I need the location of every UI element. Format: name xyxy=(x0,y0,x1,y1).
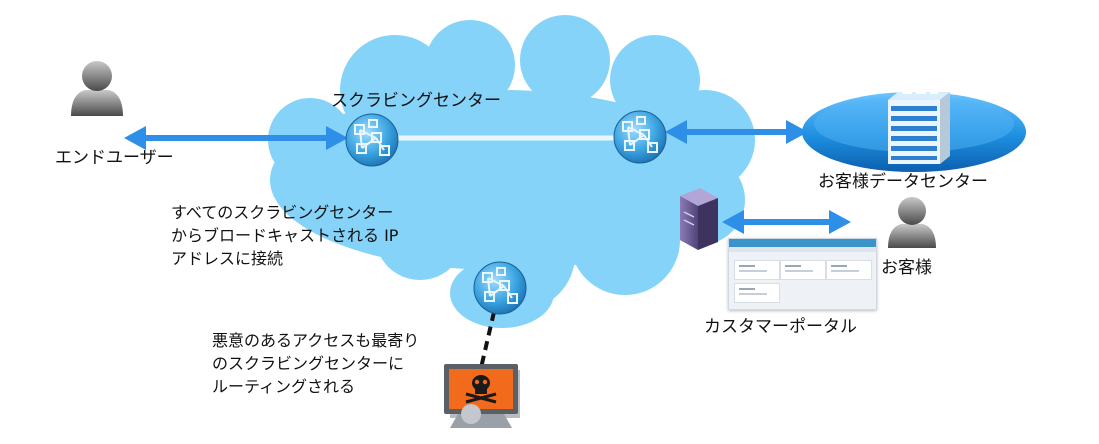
network-hub-icon xyxy=(345,113,399,167)
portal-card xyxy=(780,260,826,280)
server-icon xyxy=(680,188,718,250)
note-line: ルーティングされる xyxy=(212,377,356,396)
note-line: のスクラビングセンターに xyxy=(212,354,405,373)
portal-card xyxy=(826,260,872,280)
network-hub-icon xyxy=(473,261,527,315)
customer-portal-label: カスタマーポータル xyxy=(704,317,857,337)
customer-datacenter-label: お客様データセンター xyxy=(818,172,988,192)
person-icon xyxy=(71,61,123,116)
customer-label: お客様 xyxy=(881,258,932,278)
scrubbing-center-label: スクラビングセンター xyxy=(331,91,501,111)
end-user-label: エンドユーザー xyxy=(55,148,174,168)
portal-subnav xyxy=(729,247,876,252)
arrow-datacenter xyxy=(665,120,808,144)
note-line: からブロードキャストされる IP xyxy=(171,226,399,245)
note-line: アドレスに接続 xyxy=(171,249,284,268)
person-icon xyxy=(888,197,936,248)
portal-card xyxy=(734,260,780,280)
customer-portal-screenshot xyxy=(728,238,877,310)
arrow-portal xyxy=(722,210,851,234)
attacker-link xyxy=(479,311,496,369)
network-hub-icon xyxy=(613,110,667,164)
note-line: すべてのスクラビングセンター xyxy=(171,203,394,222)
portal-header-bar xyxy=(729,239,876,247)
note-line: 悪意のあるアクセスも最寄り xyxy=(212,331,420,350)
portal-card xyxy=(734,283,780,303)
datacenter-icon xyxy=(802,86,1026,172)
arrow-end-user xyxy=(124,126,348,150)
attacker-icon xyxy=(444,364,520,428)
building-icon xyxy=(888,86,950,164)
skull-icon xyxy=(465,375,497,404)
